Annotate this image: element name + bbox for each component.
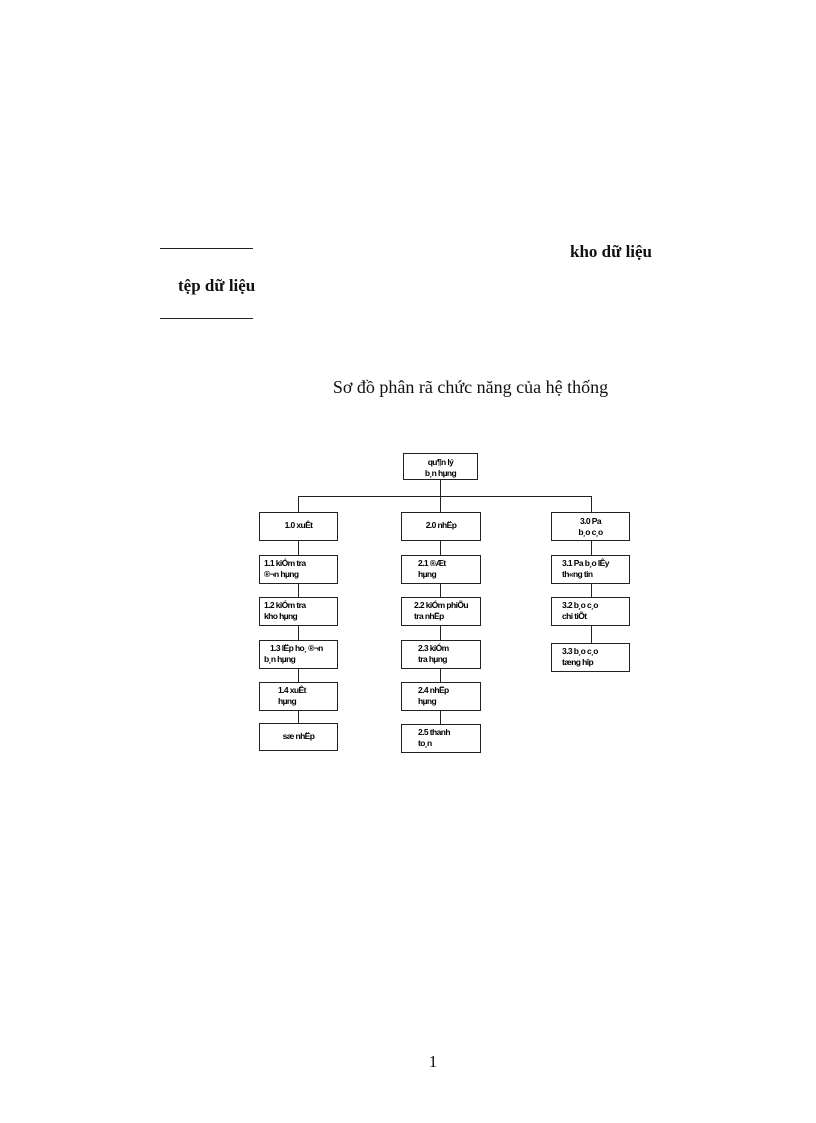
data-store-label: kho dữ liệu <box>570 242 653 261</box>
root-line2: b¸n hµng <box>424 468 457 478</box>
legend-rule-bottom <box>160 318 253 319</box>
box-1-2: 1.2 kiÓm tra kho hµng <box>259 597 338 626</box>
box-2-3: 2.3 kiÓm tra hµng <box>401 640 481 669</box>
legend-rule-top <box>160 248 253 249</box>
box-label-line1: 3.0 Pa <box>580 516 602 526</box>
connector-col1-spine <box>298 541 299 723</box>
connector-col3-top <box>591 496 592 512</box>
data-file-label: tệp dữ liệu <box>178 276 256 295</box>
page-number: 1 <box>428 1052 438 1071</box>
box-1-0-export: 1.0 xuÊt <box>259 512 338 541</box>
root-line1: qu¶n lý <box>427 457 454 467</box>
box-2-2: 2.2 kiÓm phiÕu tra nhËp <box>401 597 481 626</box>
diagram-caption: Sơ đồ phân rã chức năng của hệ thống <box>332 377 609 397</box>
box-2-4: 2.4 nhËp hµng <box>401 682 481 711</box>
connector-col3-spine <box>591 541 592 645</box>
box-label-line1: 1.3 lËp ho¸ ®¬n <box>270 643 323 653</box>
box-label-line2: chi tiÕt <box>562 611 587 621</box>
box-1-4: 1.4 xuÊt hµng <box>259 682 338 711</box>
root-box-sales-management: qu¶n lý b¸n hµng <box>403 453 478 480</box>
box-label-line2: hµng <box>418 569 437 579</box>
box-label-line1: 2.5 thanh <box>418 727 451 737</box>
box-label: 2.0 nhËp <box>425 520 457 530</box>
box-1-3: 1.3 lËp ho¸ ®¬n b¸n hµng <box>259 640 338 669</box>
box-label-line2: ®¬n hµng <box>264 569 299 579</box>
box-2-1: 2.1 ®Æt hµng <box>401 555 481 584</box>
box-label-line1: 1.2 kiÓm tra <box>264 600 306 610</box>
box-1-import-ledger: sæ nhËp <box>259 723 338 751</box>
connector-col1-top <box>298 496 299 512</box>
box-label-line1: 3.2 b¸o c¸o <box>562 600 599 610</box>
connector-horizontal <box>298 496 591 497</box>
connector-root-down <box>440 479 441 497</box>
box-3-3: 3.3 b¸o c¸o tæng hîp <box>551 643 630 672</box>
box-3-0-report: 3.0 Pa b¸o c¸o <box>551 512 630 541</box>
box-1-1: 1.1 kiÓm tra ®¬n hµng <box>259 555 338 584</box>
connector-col2-top <box>440 496 441 512</box>
box-label-line1: 3.1 Pa b¸o lÊy <box>562 558 609 568</box>
box-label-line2: tra hµng <box>418 654 448 664</box>
box-label-line1: 3.3 b¸o c¸o <box>562 646 599 656</box>
box-label: 1.0 xuÊt <box>284 520 313 530</box>
connector-col2-spine <box>440 541 441 724</box>
box-label-line2: tra nhËp <box>414 611 444 621</box>
box-label-line2: b¸o c¸o <box>578 527 603 537</box>
box-label-line2: th«ng tin <box>562 569 593 579</box>
box-label-line2: tæng hîp <box>562 657 594 667</box>
box-label-line1: 2.1 ®Æt <box>418 558 446 568</box>
box-label-line1: 2.3 kiÓm <box>418 643 449 653</box>
box-2-5: 2.5 thanh to¸n <box>401 724 481 753</box>
box-2-0-import: 2.0 nhËp <box>401 512 481 541</box>
box-label-line2: hµng <box>278 696 297 706</box>
box-label-line2: kho hµng <box>264 611 298 621</box>
box-label-line1: 1.1 kiÓm tra <box>264 558 306 568</box>
box-label: sæ nhËp <box>282 731 315 741</box>
box-3-2: 3.2 b¸o c¸o chi tiÕt <box>551 597 630 626</box>
box-label-line2: b¸n hµng <box>264 654 296 664</box>
box-label-line1: 2.4 nhËp <box>418 685 449 695</box>
box-label-line1: 2.2 kiÓm phiÕu <box>414 600 469 610</box>
box-label-line1: 1.4 xuÊt <box>278 685 306 695</box>
box-label-line2: to¸n <box>418 738 432 748</box>
box-label-line2: hµng <box>418 696 437 706</box>
box-3-1: 3.1 Pa b¸o lÊy th«ng tin <box>551 555 630 584</box>
